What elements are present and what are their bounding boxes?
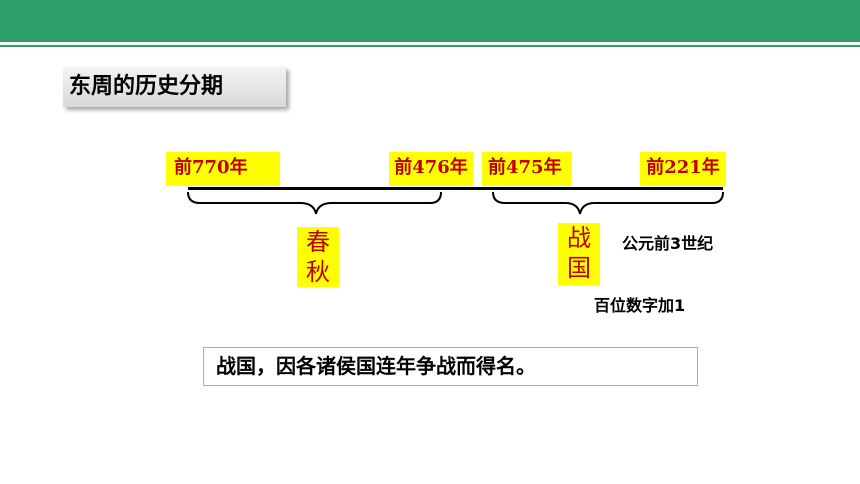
period-chunqiu-char2: 秋 [306,258,330,286]
brace-chunqiu [187,191,442,215]
period-zhanguo: 战 国 [558,223,600,285]
period-chunqiu-char1: 春 [306,228,330,256]
date-label-476bc: 前476年 [389,152,473,186]
period-chunqiu: 春 秋 [297,227,339,287]
century-note: 公元前3世纪 [622,234,714,253]
header-bar [0,0,860,42]
date-label-221bc: 前221年 [640,152,726,186]
timeline-axis [188,187,723,190]
date-label-770bc: 前770年 [166,152,280,186]
century-rule-note: 百位数字加1 [594,296,686,315]
summary-box: 战国，因各诸侯国连年争战而得名。 [203,347,698,386]
date-label-475bc: 前475年 [482,152,572,186]
header-divider [0,45,860,47]
period-zhanguo-char2: 国 [567,254,591,282]
slide-title: 东周的历史分期 [63,67,286,107]
period-zhanguo-char1: 战 [567,224,591,252]
brace-zhanguo [492,191,724,215]
